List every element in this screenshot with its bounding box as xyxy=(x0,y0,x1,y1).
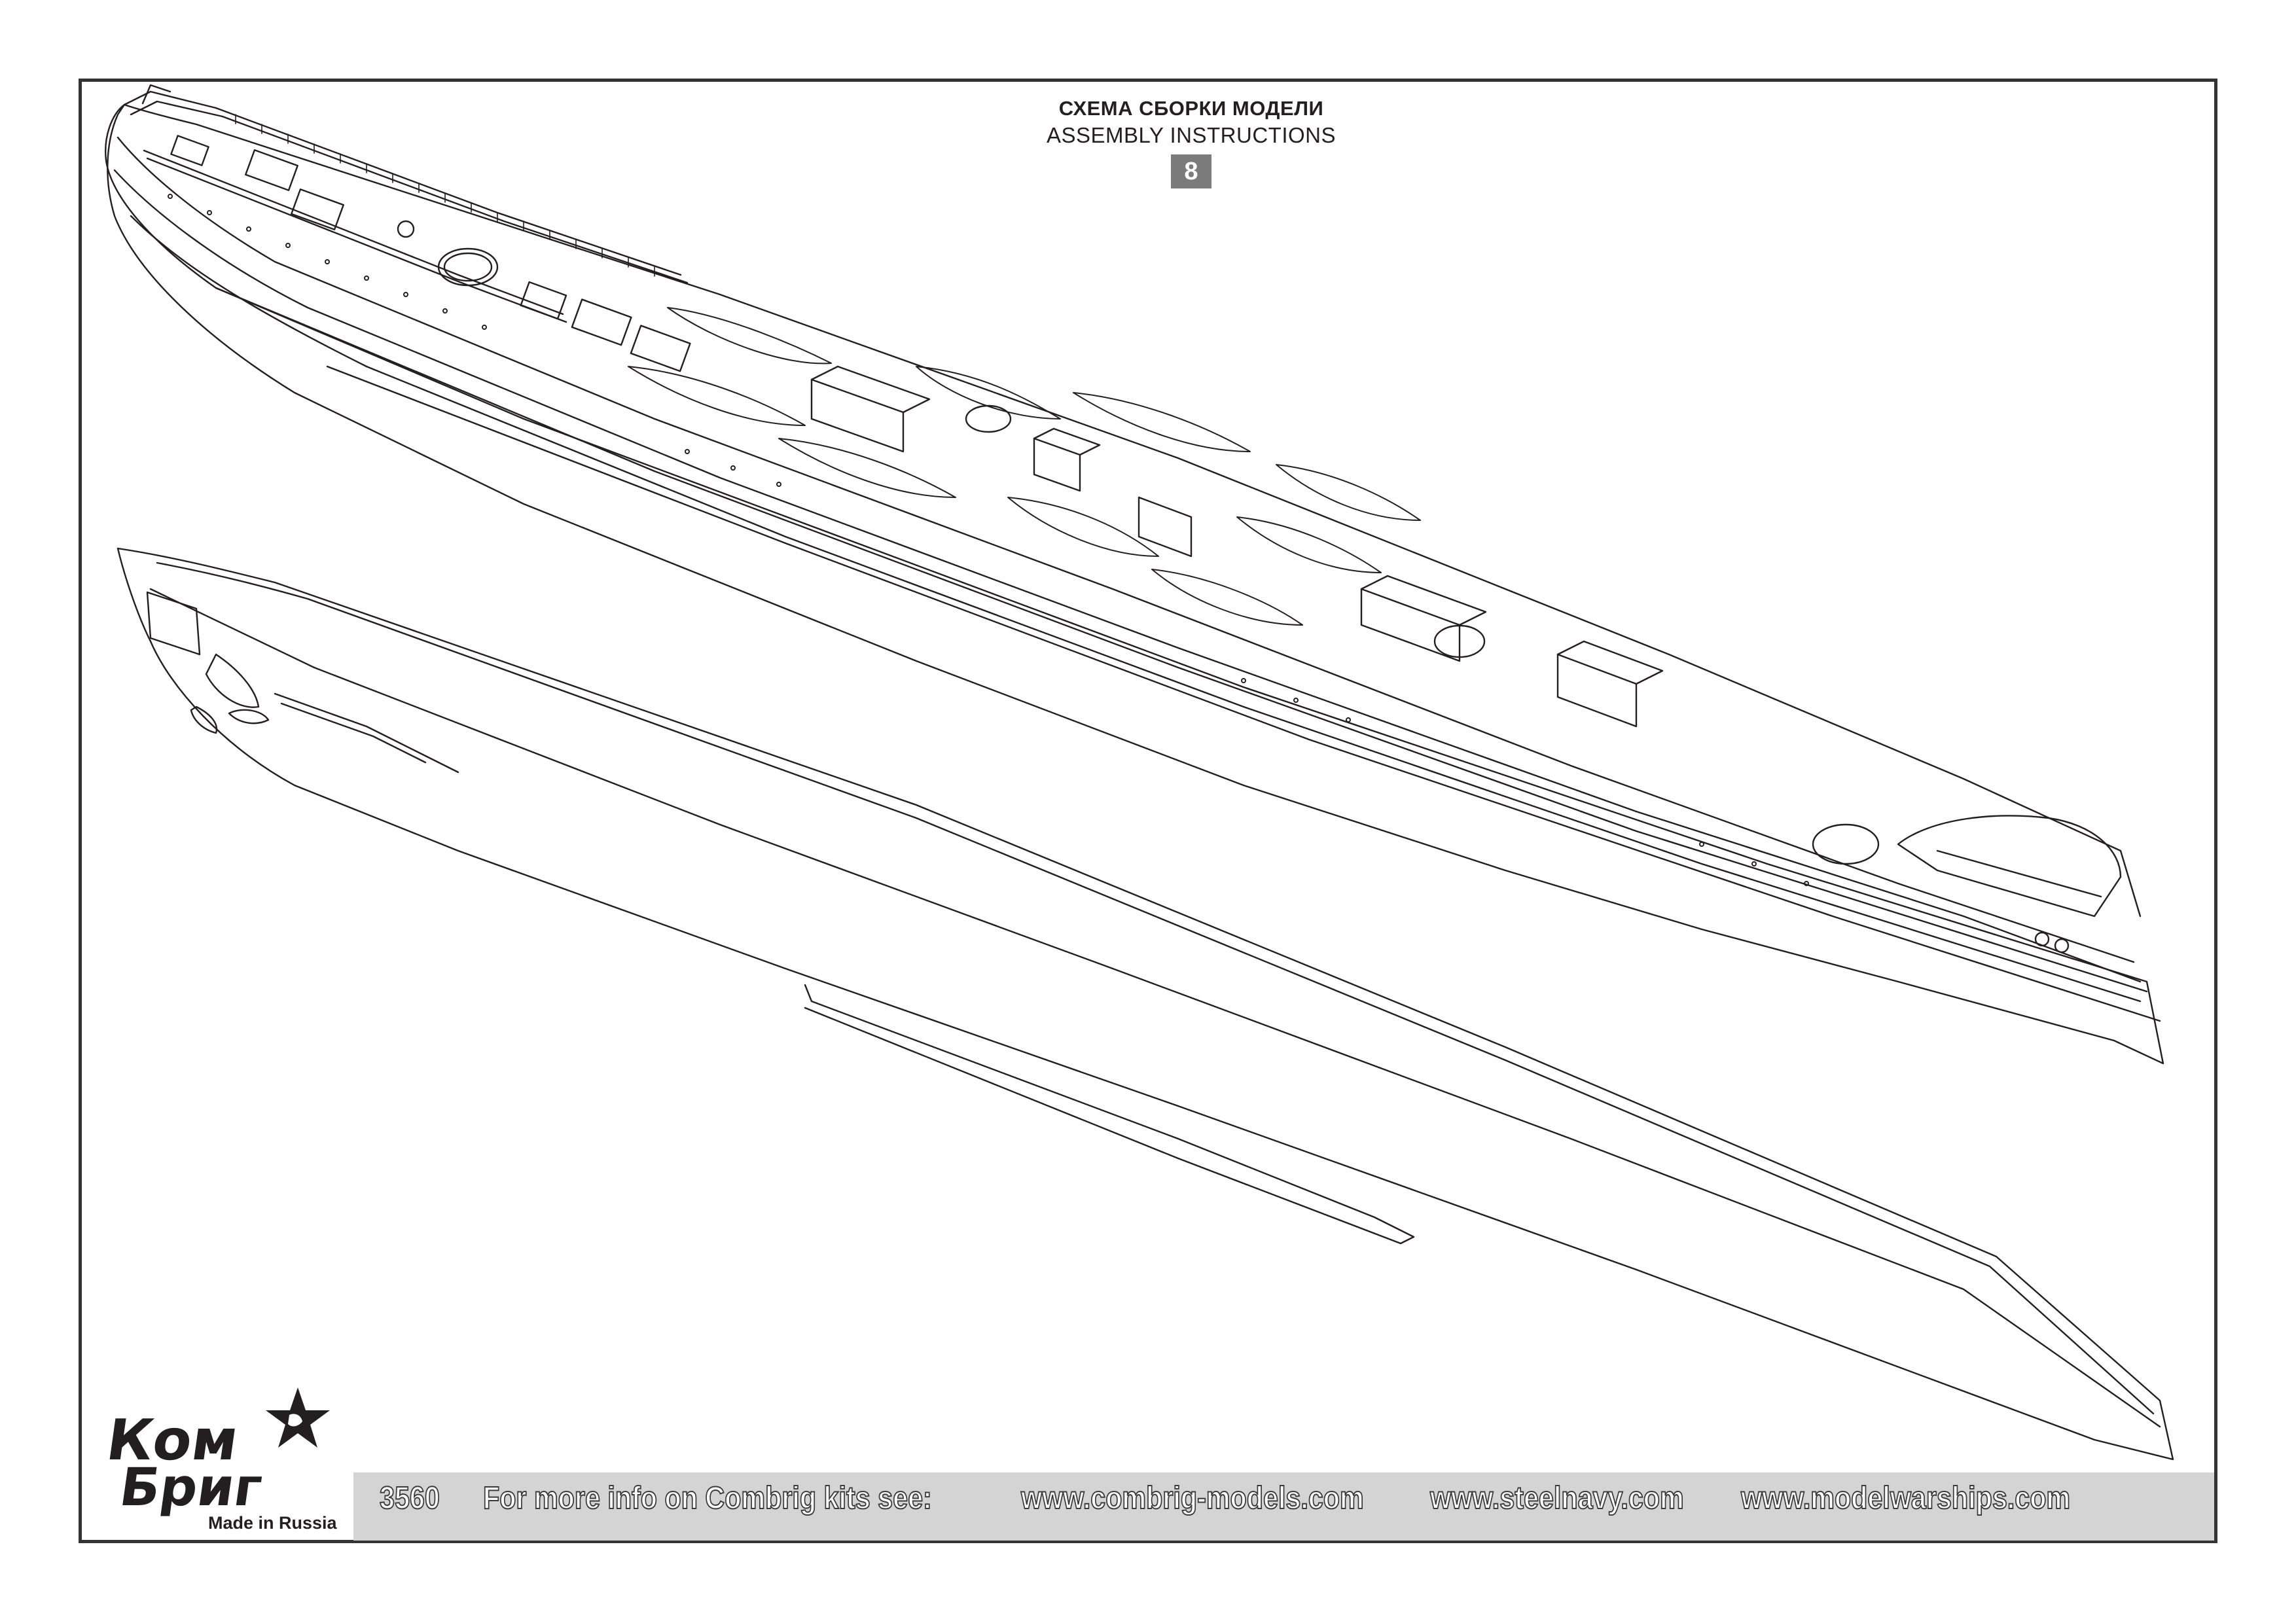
link-modelwarships[interactable]: www.modelwarships.com xyxy=(1740,1480,2071,1516)
footer-bar xyxy=(353,1472,2214,1541)
link-steelnavy[interactable]: www.steelnavy.com xyxy=(1429,1480,1684,1516)
ship-hull-assembled-icon xyxy=(105,84,2164,1065)
hull-lower-part-icon xyxy=(117,547,2174,1461)
footer-info-text: For more info on Combrig kits see: xyxy=(482,1480,933,1516)
step-number-badge: 8 xyxy=(1171,154,1211,188)
kit-number: 3560 xyxy=(379,1480,440,1516)
made-in-russia: Made in Russia xyxy=(208,1513,337,1533)
logo-line2: Бриг xyxy=(116,1456,266,1518)
link-combrig-models[interactable]: www.combrig-models.com xyxy=(1020,1480,1364,1516)
page-frame xyxy=(79,79,2217,1543)
title-russian: СХЕМА СБОРКИ МОДЕЛИ xyxy=(1058,97,1324,120)
title-english: ASSEMBLY INSTRUCTIONS xyxy=(1046,123,1336,147)
title-block: СХЕМА СБОРКИ МОДЕЛИ ASSEMBLY INSTRUCTION… xyxy=(956,97,1427,188)
logo-line1: Ком xyxy=(105,1408,242,1473)
star-icon xyxy=(266,1387,330,1448)
combrig-logo: Ком Бриг xyxy=(105,1387,330,1518)
